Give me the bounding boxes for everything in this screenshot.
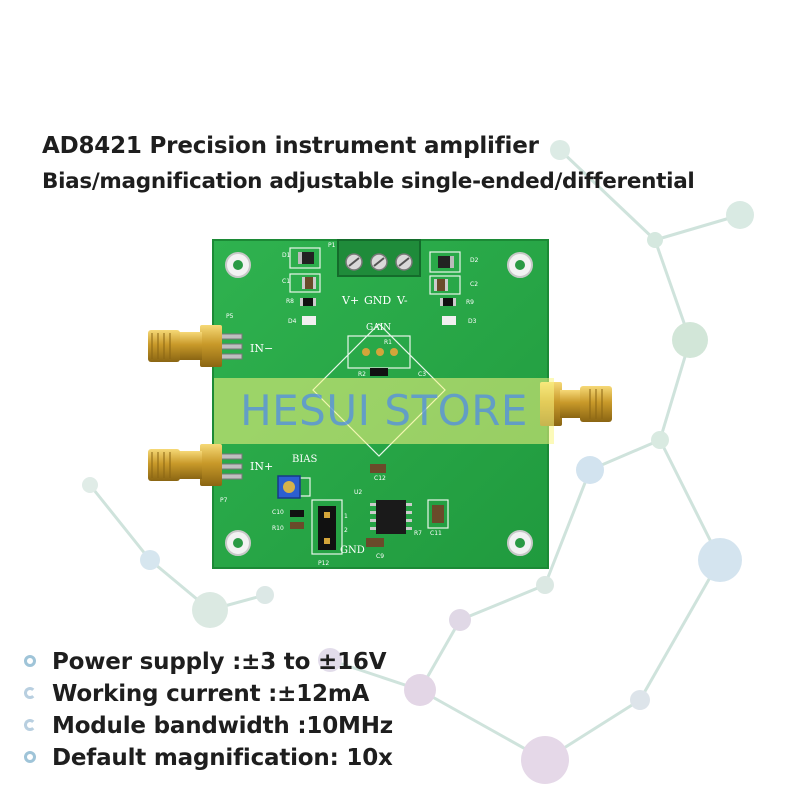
svg-text:1: 1 — [344, 513, 348, 520]
silk-gnd2: GND — [340, 545, 365, 556]
page-title: AD8421 Precision instrument amplifier Bi… — [42, 128, 695, 200]
silk-gain: GAIN — [366, 323, 391, 333]
silk-vminus: V- — [396, 294, 408, 307]
svg-text:C3: C3 — [418, 371, 426, 378]
spec-item: Working current :±12mA — [18, 678, 393, 710]
spec-list: Power supply :±3 to ±16V Working current… — [18, 646, 393, 774]
svg-text:P12: P12 — [318, 560, 329, 567]
svg-text:D4: D4 — [288, 318, 297, 325]
svg-text:C1: C1 — [282, 278, 290, 285]
silk-in-plus: IN+ — [250, 460, 273, 473]
svg-text:C10: C10 — [272, 509, 284, 516]
bullet-circle-icon — [24, 687, 36, 699]
svg-text:R10: R10 — [272, 525, 284, 532]
svg-text:D2: D2 — [470, 257, 479, 264]
spec-item: Power supply :±3 to ±16V — [18, 646, 393, 678]
spec-item: Module bandwidth :10MHz — [18, 710, 393, 742]
silk-in-minus: IN− — [250, 342, 273, 355]
spec-item: Default magnification: 10x — [18, 742, 393, 774]
svg-text:R7: R7 — [414, 530, 422, 537]
svg-text:P1: P1 — [328, 242, 336, 249]
svg-text:C11: C11 — [430, 530, 442, 537]
silk-vplus: V+ — [341, 294, 359, 307]
bullet-circle-icon — [24, 751, 36, 763]
title-line-2: Bias/magnification adjustable single-end… — [42, 169, 695, 194]
watermark-text: HESUI STORE — [240, 386, 528, 435]
sma-connector-in-plus — [148, 444, 222, 486]
svg-text:R1: R1 — [384, 339, 392, 346]
silk-bias: BIAS — [292, 454, 318, 465]
svg-text:2: 2 — [344, 527, 348, 534]
bullet-circle-icon — [24, 655, 36, 667]
svg-text:P5: P5 — [226, 313, 234, 320]
svg-text:C2: C2 — [470, 281, 478, 288]
svg-text:C9: C9 — [376, 553, 384, 560]
sma-connector-in-minus — [148, 325, 222, 367]
svg-text:U2: U2 — [354, 489, 362, 496]
svg-text:P7: P7 — [220, 497, 228, 504]
svg-text:D3: D3 — [468, 318, 477, 325]
watermark-banner: HESUI STORE — [214, 378, 554, 444]
silk-gnd: GND — [364, 294, 391, 307]
title-line-1: AD8421 Precision instrument amplifier — [42, 133, 539, 159]
bullet-circle-icon — [24, 719, 36, 731]
svg-text:R8: R8 — [286, 298, 294, 305]
svg-text:R9: R9 — [466, 299, 474, 306]
svg-text:R2: R2 — [358, 371, 366, 378]
svg-text:D1: D1 — [282, 252, 291, 259]
svg-text:C12: C12 — [374, 475, 386, 482]
